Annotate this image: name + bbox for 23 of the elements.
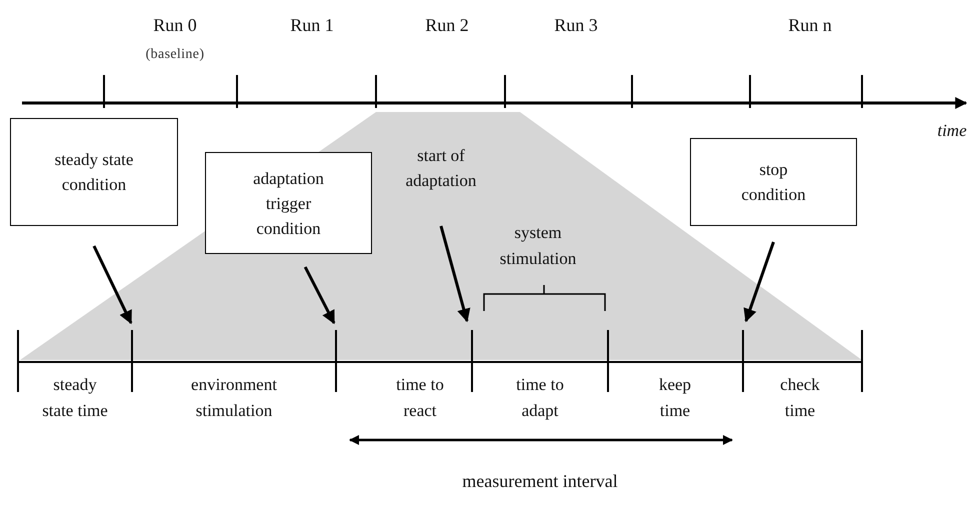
event-label: start of adaptation (380, 140, 502, 196)
arrow (440, 226, 470, 322)
phase-label: keep time (658, 374, 692, 422)
run-label: Run 1 (289, 14, 335, 37)
arrow (92, 245, 132, 324)
phase-label: check time (779, 374, 821, 422)
arrow (744, 242, 775, 322)
axis-label: time (936, 120, 968, 142)
baseline-note: (baseline) (144, 46, 206, 64)
run-label: Run 0 (152, 14, 198, 37)
phase-label: environment stimulation (190, 374, 278, 422)
condition-box: adaptation trigger condition (205, 152, 372, 254)
run-label: Run n (787, 14, 833, 37)
condition-box: stop condition (690, 138, 857, 226)
bracket-label: system stimulation (498, 222, 578, 270)
arrow (304, 266, 336, 324)
phase-label: time to react (395, 374, 445, 422)
interval-label: measurement interval (461, 470, 619, 493)
phase-label: steady state time (41, 374, 109, 422)
condition-box: steady state condition (10, 118, 178, 226)
run-label: Run 3 (553, 14, 599, 37)
phase-label: time to adapt (515, 374, 565, 422)
run-label: Run 2 (424, 14, 470, 37)
